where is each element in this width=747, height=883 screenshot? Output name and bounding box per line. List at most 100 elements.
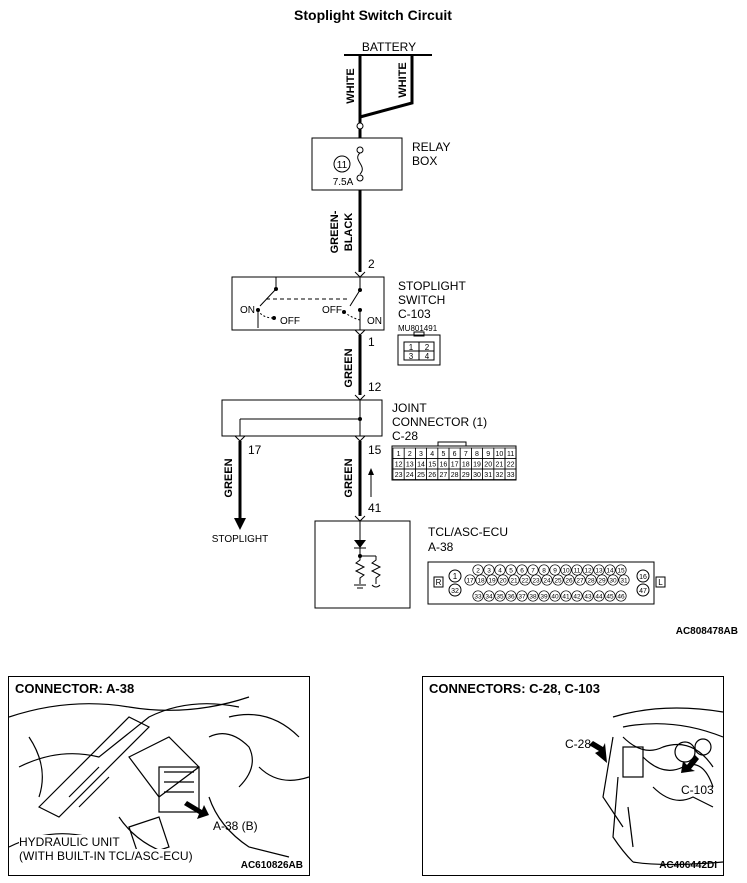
a38-pin: 8	[542, 568, 546, 575]
signal-arrow-icon	[368, 468, 374, 475]
c28-pin: 4	[430, 451, 434, 458]
fuse-icon	[357, 152, 363, 175]
a38-pin: 24	[543, 578, 551, 585]
a38-pin: 45	[606, 594, 614, 601]
a38-pin: 27	[576, 578, 584, 585]
relay-box-label-2: BOX	[412, 154, 437, 168]
a38-pin-16: 16	[639, 574, 647, 581]
c103-pin-3: 3	[409, 352, 414, 361]
a38-pin-47: 47	[639, 588, 647, 595]
a38-pin: 25	[554, 578, 562, 585]
c28-pin: 31	[484, 472, 492, 479]
c28-pin: 26	[428, 472, 436, 479]
c28-pin: 12	[395, 462, 403, 469]
switch-right-on: ON	[367, 316, 382, 327]
a38-mark-right: L	[658, 578, 663, 587]
fuse-terminal-bottom	[356, 174, 364, 182]
a38-pin: 40	[551, 594, 559, 601]
wire-color-green-1: GREEN	[343, 348, 355, 387]
a38-pin: 14	[606, 568, 614, 575]
switch-right-off: OFF	[322, 305, 342, 316]
c28-pin: 2	[408, 451, 412, 458]
a38-pin: 33	[474, 594, 482, 601]
panel-left-title: CONNECTOR: A-38	[15, 681, 135, 696]
joint-pin-right: 15	[368, 443, 382, 457]
a38-pin: 4	[498, 568, 502, 575]
c28-pin: 3	[419, 451, 423, 458]
c28-pin: 16	[440, 462, 448, 469]
a38-pin: 18	[477, 578, 485, 585]
c28-pin: 18	[462, 462, 470, 469]
a38-pin: 38	[529, 594, 537, 601]
a38-mark-left: R	[436, 578, 442, 587]
c28-pin: 6	[453, 451, 457, 458]
a38-pin: 15	[617, 568, 625, 575]
a38-pin: 39	[540, 594, 548, 601]
callout-c103: C-103	[681, 783, 714, 797]
c28-pin: 30	[473, 472, 481, 479]
a38-pin: 21	[510, 578, 518, 585]
a38-pin-1: 1	[453, 572, 458, 581]
wire-color-green-right: GREEN	[343, 458, 355, 497]
callout-c28: C-28	[565, 737, 592, 751]
switch-label-2: SWITCH	[398, 293, 445, 307]
diagram-code: AC808478AB	[676, 626, 738, 637]
wire-color-white-right: WHITE	[397, 62, 409, 97]
a38-pin: 12	[584, 568, 592, 575]
wire-color-green-black-1: GREEN-	[329, 210, 341, 253]
c28-arrow-icon	[589, 741, 607, 763]
resistor-icon	[354, 556, 366, 584]
wiring-diagram: Stoplight Switch Circuit BATTERY WHITE W…	[212, 7, 738, 637]
a38-pin: 13	[595, 568, 603, 575]
c28-pin: 10	[496, 451, 504, 458]
switch-pin-out: 1	[368, 335, 375, 349]
pointer-arrow-icon	[184, 801, 209, 819]
joint-label-1: JOINT	[392, 401, 427, 415]
c103-pin-1: 1	[409, 343, 414, 352]
callout-hydraulic-unit-2: (WITH BUILT-IN TCL/ASC-ECU)	[19, 849, 193, 863]
connector-a38-location-panel: CONNECTOR: A-38 A-38 (B) HYDRAULIC UNIT …	[8, 676, 310, 876]
c28-pin: 5	[441, 451, 445, 458]
a38-pin: 22	[521, 578, 529, 585]
a38-pin: 2	[476, 568, 480, 575]
a38-pin: 10	[562, 568, 570, 575]
connectors-c28-c103-location-panel: CONNECTORS: C-28, C-103 C-28 C-103 AC406…	[422, 676, 724, 876]
c28-pin: 9	[486, 451, 490, 458]
joint-label-2: CONNECTOR (1)	[392, 415, 487, 429]
a38-pin: 5	[509, 568, 513, 575]
a38-pin: 41	[562, 594, 570, 601]
fuse-number: 11	[337, 160, 348, 171]
wire-color-green-black-2: BLACK	[343, 213, 355, 252]
a38-pin: 19	[488, 578, 496, 585]
a38-pin: 11	[574, 568, 581, 575]
tcl-asc-ecu: TCL/ASC-ECU A-38	[314, 520, 508, 609]
relay-box-label-1: RELAY	[412, 140, 450, 154]
switch-left-off: OFF	[280, 316, 300, 327]
a38-pin: 3	[487, 568, 491, 575]
diode-icon	[354, 540, 366, 548]
a38-pin-32: 32	[451, 588, 459, 595]
c28-pin: 13	[406, 462, 414, 469]
dashboard-illustration	[589, 707, 723, 866]
c28-pin: 15	[428, 462, 436, 469]
c28-pin: 7	[464, 451, 468, 458]
page-title: Stoplight Switch Circuit	[294, 7, 452, 23]
switch-label-1: STOPLIGHT	[398, 279, 466, 293]
wire-green-2: GREEN STOPLIGHT	[212, 441, 268, 545]
a38-pin: 28	[587, 578, 595, 585]
switch-connector: C-103	[398, 307, 431, 321]
a38-pin: 37	[518, 594, 526, 601]
battery-label: BATTERY	[362, 40, 416, 54]
switch-part-number: MU801491	[398, 324, 438, 333]
joint-pin-in: 12	[368, 380, 382, 394]
a38-pin: 9	[553, 568, 557, 575]
c28-pin: 14	[417, 462, 425, 469]
callout-hydraulic-unit-1: HYDRAULIC UNIT	[19, 835, 120, 849]
a38-pin: 31	[620, 578, 628, 585]
a38-pin: 23	[532, 578, 540, 585]
c28-pin: 17	[451, 462, 459, 469]
a38-pin: 36	[507, 594, 515, 601]
panel-right-code: AC406442DI	[659, 860, 717, 871]
fuse-terminal-top	[356, 146, 364, 154]
